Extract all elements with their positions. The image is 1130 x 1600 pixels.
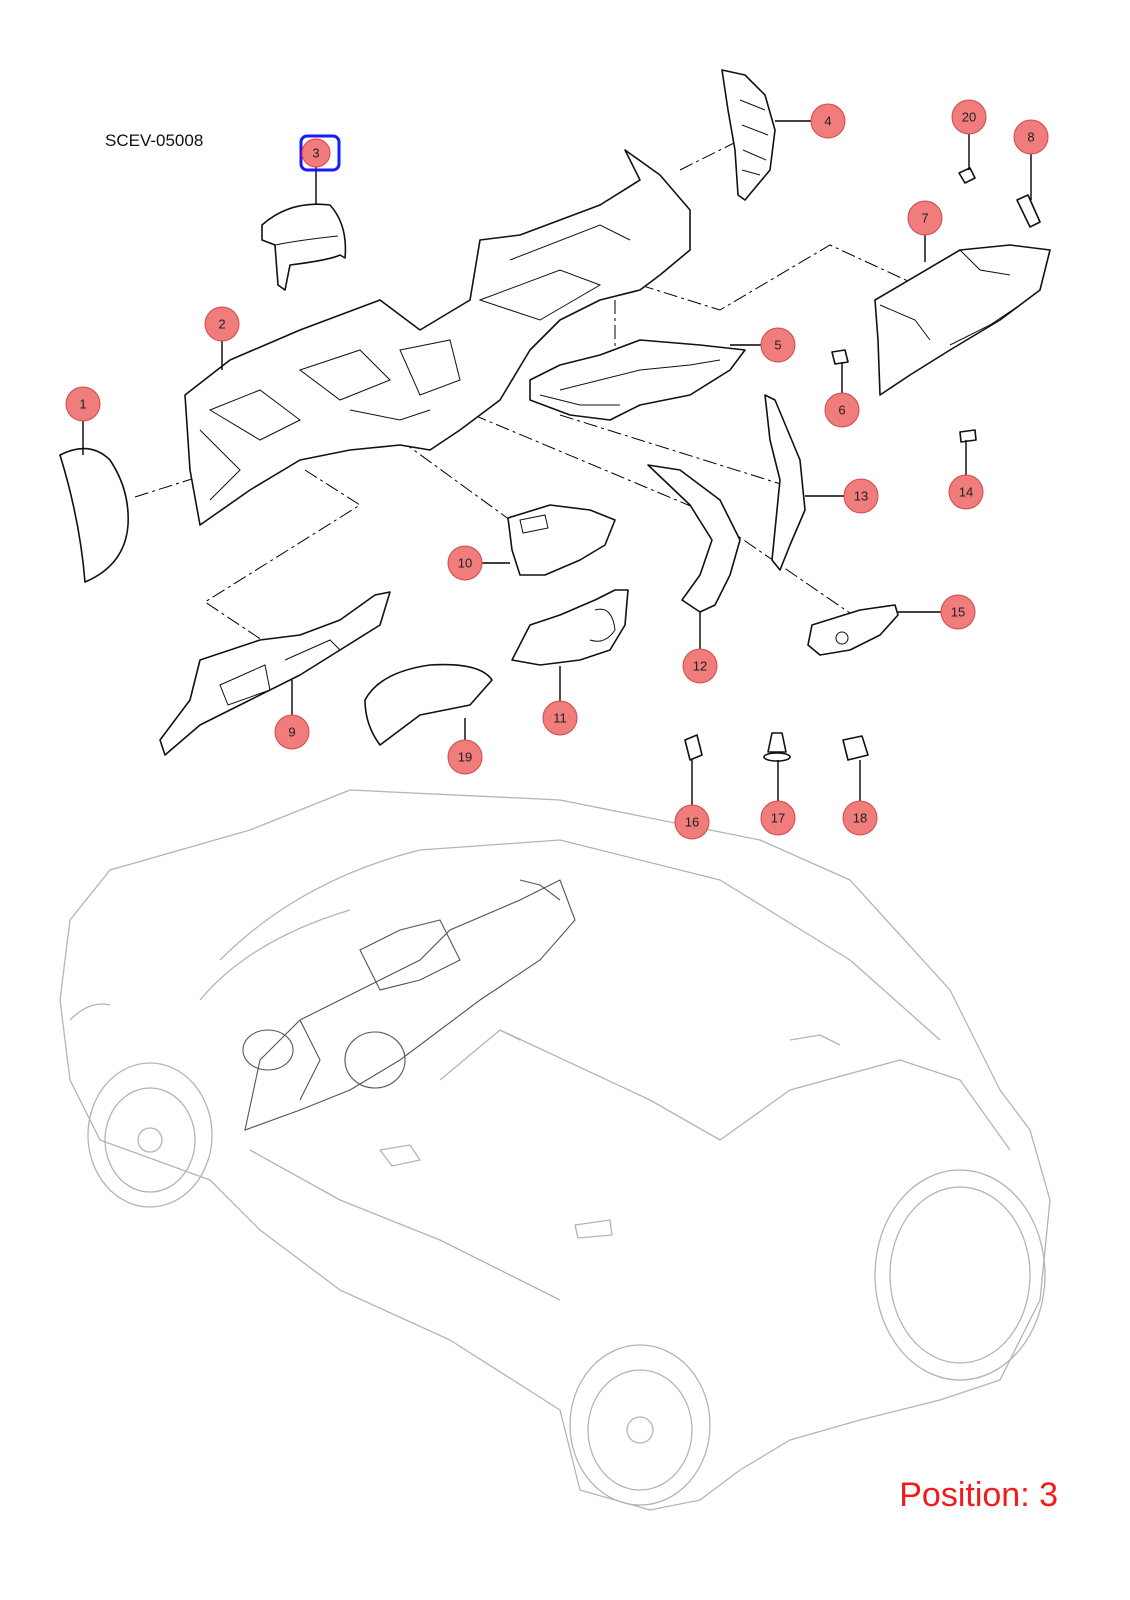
part-13-pillar-trim [764,394,806,571]
callout-circle-18[interactable] [842,800,878,836]
callout-18[interactable]: 18 [842,800,878,836]
callout-10[interactable]: 10 [447,545,483,581]
part-15-console-panel [807,604,899,656]
callout-11[interactable]: 11 [542,700,578,736]
part-16-clip [684,734,703,761]
part-2-dashboard-frame [184,149,691,526]
callout-7[interactable]: 7 [907,200,943,236]
part-8-latch [1016,194,1041,228]
position-label: Position: 3 [899,1476,1058,1514]
selection-highlight [299,134,341,172]
callout-14[interactable]: 14 [948,474,984,510]
callout-circle-7[interactable] [907,200,943,236]
diagram-code: SCEV-05008 [105,131,204,150]
part-19-pad [364,663,493,746]
callout-20[interactable]: 20 [951,99,987,135]
callout-circle-14[interactable] [948,474,984,510]
callout-circle-16[interactable] [674,804,710,840]
part-1-side-panel [59,447,129,583]
callout-circle-5[interactable] [760,327,796,363]
callout-9[interactable]: 9 [274,714,310,750]
callout-circle-19[interactable] [447,739,483,775]
callout-circle-20[interactable] [951,99,987,135]
callout-8[interactable]: 8 [1013,119,1049,155]
part-4-vent-panel [721,69,776,201]
callout-circle-2[interactable] [204,306,240,342]
callout-circle-11[interactable] [542,700,578,736]
part-18-clip [842,735,869,761]
part-12-trim-strip [647,464,741,613]
callout-3[interactable]: 3 [301,138,331,168]
callout-13[interactable]: 13 [843,478,879,514]
part-11-column-shroud-lower [511,589,629,666]
part-7-glovebox [874,244,1051,396]
callout-19[interactable]: 19 [447,739,483,775]
callout-1[interactable]: 1 [65,386,101,422]
callout-circle-13[interactable] [843,478,879,514]
part-10-column-shroud-upper [507,504,616,576]
callout-circle-17[interactable] [760,800,796,836]
part-6-fastener [831,349,849,365]
callout-circle-8[interactable] [1013,119,1049,155]
part-5-lower-tray [529,339,746,421]
part-20-clip [958,167,976,184]
part-9-knee-bolster [159,591,391,756]
callout-circle-12[interactable] [682,648,718,684]
callout-16[interactable]: 16 [674,804,710,840]
assembly-lines [134,129,911,641]
callout-6[interactable]: 6 [824,392,860,428]
callout-circle-15[interactable] [940,594,976,630]
callout-12[interactable]: 12 [682,648,718,684]
part-3-cover [261,203,347,291]
vehicle-outline [59,789,1051,1511]
callout-circle-1[interactable] [65,386,101,422]
callout-circle-3[interactable] [301,138,331,168]
part-17-push-pin [763,732,791,762]
callout-circle-6[interactable] [824,392,860,428]
callout-4[interactable]: 4 [810,103,846,139]
callout-17[interactable]: 17 [760,800,796,836]
part-14-plug [959,429,977,443]
callout-circle-10[interactable] [447,545,483,581]
callout-2[interactable]: 2 [204,306,240,342]
callout-circle-9[interactable] [274,714,310,750]
callout-circle-4[interactable] [810,103,846,139]
callout-15[interactable]: 15 [940,594,976,630]
callout-5[interactable]: 5 [760,327,796,363]
